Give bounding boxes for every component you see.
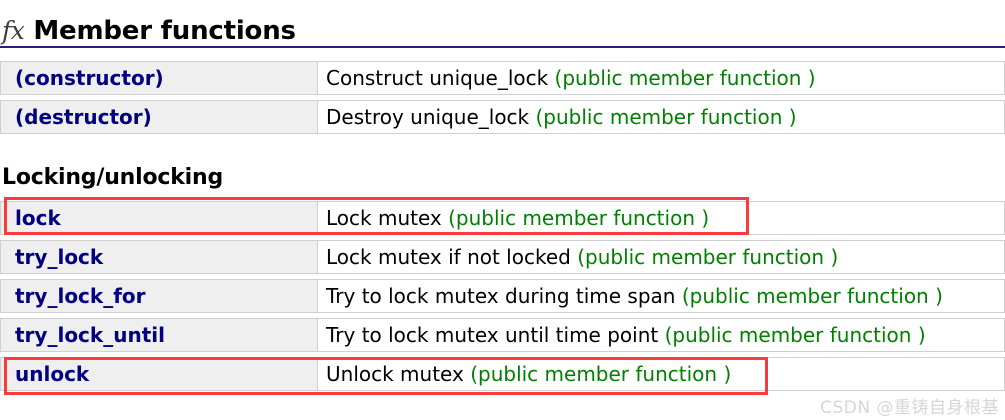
locking-unlocking-table: lock Lock mutex (public member function … [0, 196, 1005, 396]
fx-icon: fx [2, 16, 25, 45]
table-row[interactable]: unlock Unlock mutex (public member funct… [0, 357, 1005, 391]
function-name-link[interactable]: try_lock [15, 245, 104, 269]
page-title: Member functions [33, 16, 296, 46]
function-kind-note: (public member function ) [535, 105, 797, 129]
table-row[interactable]: (constructor) Construct unique_lock (pub… [0, 61, 1005, 95]
function-name-link[interactable]: (destructor) [15, 105, 152, 129]
function-kind-note: (public member function ) [554, 66, 816, 90]
page-header: fx Member functions [0, 6, 1005, 48]
function-description: Try to lock mutex during time span [326, 284, 682, 308]
function-description: Unlock mutex [326, 362, 471, 386]
table-row[interactable]: try_lock Lock mutex if not locked (publi… [0, 240, 1005, 274]
function-description: Lock mutex if not locked [326, 245, 578, 269]
table-row[interactable]: lock Lock mutex (public member function … [0, 201, 1005, 235]
function-name-cell[interactable]: try_lock_until [0, 318, 318, 352]
function-name-cell[interactable]: lock [0, 201, 318, 235]
table-row[interactable]: (destructor) Destroy unique_lock (public… [0, 100, 1005, 134]
function-description-cell: Destroy unique_lock (public member funct… [318, 100, 1005, 134]
function-description-cell: Try to lock mutex during time span (publ… [318, 279, 1005, 313]
function-description: Lock mutex [326, 206, 449, 230]
function-description: Construct unique_lock [326, 66, 555, 90]
function-name-cell[interactable]: try_lock [0, 240, 318, 274]
function-kind-note: (public member function ) [470, 362, 732, 386]
function-description-cell: Lock mutex (public member function ) [318, 201, 1005, 235]
function-name-link[interactable]: lock [15, 206, 61, 230]
watermark: CSDN @重铸自身根基 [820, 398, 999, 418]
section-heading-locking-unlocking: Locking/unlocking [2, 165, 223, 190]
function-kind-note: (public member function ) [448, 206, 710, 230]
function-description-cell: Construct unique_lock (public member fun… [318, 61, 1005, 95]
function-description-cell: Try to lock mutex until time point (publ… [318, 318, 1005, 352]
function-name-cell[interactable]: (destructor) [0, 100, 318, 134]
function-name-link[interactable]: try_lock_for [15, 284, 146, 308]
function-name-cell[interactable]: (constructor) [0, 61, 318, 95]
table-row[interactable]: try_lock_until Try to lock mutex until t… [0, 318, 1005, 352]
function-name-link[interactable]: (constructor) [15, 66, 164, 90]
function-description: Try to lock mutex until time point [326, 323, 665, 347]
function-name-cell[interactable]: try_lock_for [0, 279, 318, 313]
function-name-link[interactable]: try_lock_until [15, 323, 165, 347]
table-row[interactable]: try_lock_for Try to lock mutex during ti… [0, 279, 1005, 313]
function-kind-note: (public member function ) [664, 323, 926, 347]
function-description: Destroy unique_lock [326, 105, 536, 129]
function-kind-note: (public member function ) [681, 284, 943, 308]
function-name-link[interactable]: unlock [15, 362, 90, 386]
function-kind-note: (public member function ) [577, 245, 839, 269]
function-name-cell[interactable]: unlock [0, 357, 318, 391]
member-functions-table: (constructor) Construct unique_lock (pub… [0, 56, 1005, 139]
function-description-cell: Unlock mutex (public member function ) [318, 357, 1005, 391]
function-description-cell: Lock mutex if not locked (public member … [318, 240, 1005, 274]
